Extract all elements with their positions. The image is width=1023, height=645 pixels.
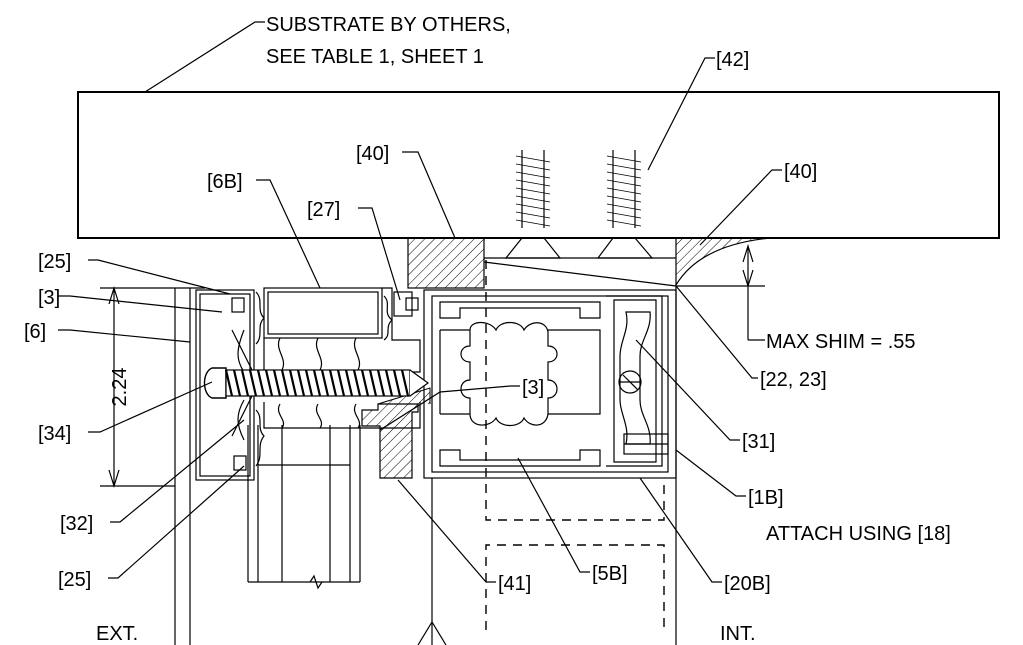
shim-right-sealant [675, 237, 771, 288]
head-member-5b [423, 289, 677, 479]
callout-6: [6] [24, 321, 46, 343]
callout-20b: [20B] [724, 573, 771, 595]
exterior-jamb-lines [174, 286, 677, 645]
callout-6b: [6B] [207, 171, 243, 193]
callout-25-bottom: [25] [58, 569, 91, 591]
callout-42: [42] [716, 49, 749, 71]
attachment-screw-34 [203, 329, 430, 437]
clip-profile-20b [606, 295, 669, 467]
callout-40-right: [40] [784, 161, 817, 183]
max-shim-note: MAX SHIM = .55 [766, 331, 916, 353]
substrate-anchor-screws [504, 150, 654, 259]
int-label: INT. [720, 623, 756, 645]
callout-32: [32] [60, 513, 93, 535]
callout-41: [41] [498, 573, 531, 595]
filler-block-41 [361, 403, 419, 479]
callout-3-center: [3] [522, 377, 544, 399]
callout-22-23: [22, 23] [760, 369, 827, 391]
shim-left [407, 237, 485, 289]
ext-label: EXT. [96, 623, 138, 645]
callout-25-top: [25] [38, 251, 71, 273]
max-shim-dimension [676, 243, 765, 341]
section-marker [417, 620, 447, 645]
substrate-note-line1: SUBSTRATE BY OTHERS, [266, 14, 511, 36]
callout-34: [34] [38, 423, 71, 445]
callout-3-left: [3] [38, 287, 60, 309]
leader-lines [58, 21, 782, 583]
substrate-note-line2: SEE TABLE 1, SHEET 1 [266, 46, 484, 68]
hidden-lines [485, 260, 665, 630]
callout-27: [27] [307, 199, 340, 221]
callout-31: [31] [742, 431, 775, 453]
callout-5b: [5B] [592, 563, 628, 585]
callout-40-left: [40] [356, 143, 389, 165]
receptor-profile-6b [263, 287, 421, 429]
dimension-2-24 [100, 285, 175, 489]
attach-note: ATTACH USING [18] [766, 523, 951, 545]
callout-1b: [1B] [748, 487, 784, 509]
dimension-value: 2.24 [109, 368, 131, 407]
